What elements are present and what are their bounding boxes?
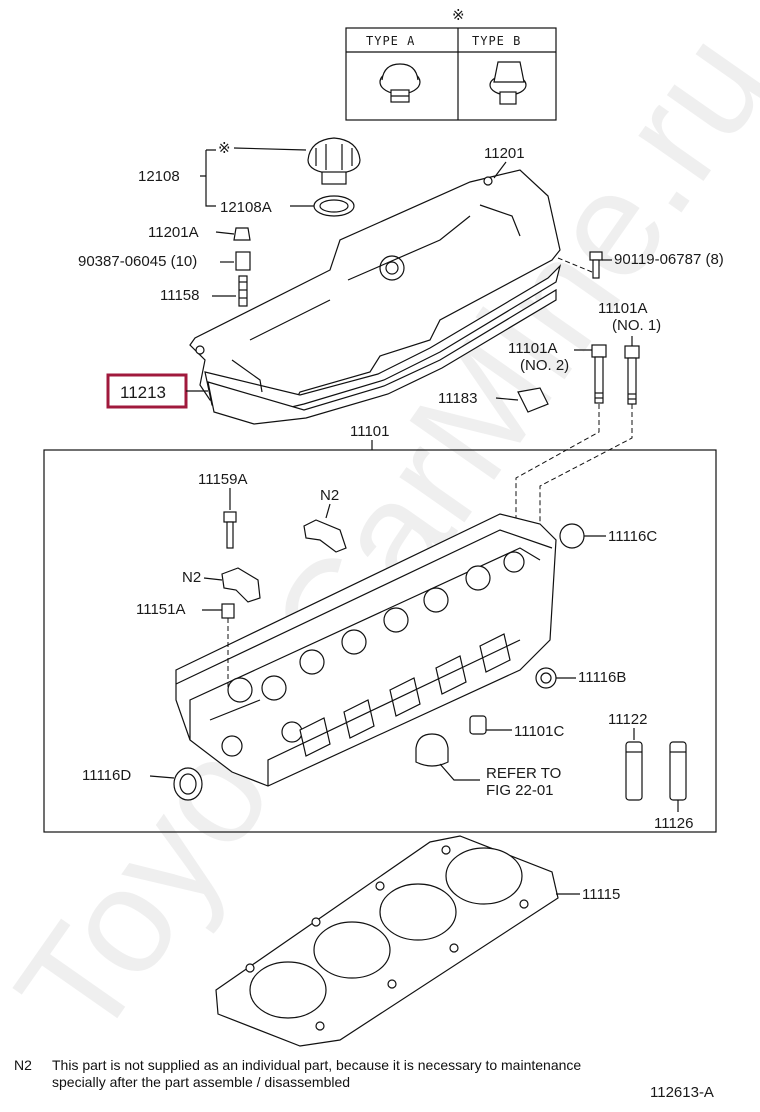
bearing-cap-n2-upper — [303, 519, 347, 553]
ring-pin — [221, 603, 235, 619]
type-b-label: TYPE B — [472, 34, 521, 48]
label-12108[interactable]: 12108 — [138, 168, 180, 185]
refer-part — [415, 733, 449, 767]
cap-type-b-image — [489, 61, 527, 105]
plug-11116b — [535, 667, 557, 689]
head-bolt-no2 — [591, 344, 607, 404]
label-11159a[interactable]: 11159A — [198, 471, 248, 488]
footnote-line2: specially after the part assemble / disa… — [52, 1074, 350, 1090]
label-11115[interactable]: 11115 — [582, 886, 620, 903]
camshaft-bearing-cap-bolt — [223, 511, 237, 549]
stud-bolt — [238, 275, 248, 307]
label-11122[interactable]: 11122 — [608, 711, 648, 728]
label-11151a[interactable]: 11151A — [136, 601, 186, 618]
label-11213[interactable]: 11213 — [120, 383, 166, 402]
refer-to-line1: REFER TO — [486, 765, 561, 782]
header-symbol: ※ — [452, 7, 465, 24]
label-11101[interactable]: 11101 — [350, 423, 390, 440]
cap-type-a-image — [379, 63, 421, 103]
figure-code: 112613-A — [650, 1084, 714, 1101]
label-11201[interactable]: 11201 — [484, 145, 525, 162]
label-11101a-no1[interactable]: 11101A — [598, 300, 648, 317]
cylinder-head-subassembly-box — [43, 449, 717, 833]
label-11116c[interactable]: 11116C — [608, 528, 657, 545]
label-11101a-no2[interactable]: 11101A — [508, 340, 558, 357]
cylinder-head — [175, 513, 557, 787]
label-11201a[interactable]: 11201A — [148, 224, 199, 241]
label-11126[interactable]: 11126 — [654, 815, 694, 832]
cylinder-head-cover — [189, 169, 562, 425]
plug-11116c — [559, 523, 585, 549]
label-90387-06045[interactable]: 90387-06045 (10) — [78, 253, 197, 270]
label-no2: (NO. 2) — [520, 357, 569, 374]
head-bolt-no1 — [624, 345, 640, 405]
label-11101c[interactable]: 11101C — [514, 723, 564, 740]
cover-bolt — [589, 251, 603, 279]
label-12108a[interactable]: 12108A — [220, 199, 272, 216]
plug-11116d — [173, 767, 203, 801]
footnote-code: N2 — [14, 1057, 32, 1073]
label-n2-left[interactable]: N2 — [182, 569, 201, 586]
label-11158[interactable]: 11158 — [160, 287, 200, 304]
cap-gasket — [313, 195, 355, 217]
plug-11101c — [469, 715, 487, 735]
grommet — [235, 251, 251, 271]
cover-nut — [233, 227, 251, 241]
type-a-label: TYPE A — [366, 34, 415, 48]
label-no1: (NO. 1) — [612, 317, 661, 334]
highlight-box-11213[interactable]: 11213 — [106, 373, 188, 409]
footnote-line1: This part is not supplied as an individu… — [52, 1057, 581, 1073]
label-11183[interactable]: 11183 — [438, 390, 478, 407]
label-11116b[interactable]: 11116B — [578, 669, 626, 686]
label-star: ※ — [218, 140, 231, 157]
cap-type-table: TYPE A TYPE B — [345, 27, 557, 121]
refer-to-line2: FIG 22-01 — [486, 782, 554, 799]
label-90119-06787[interactable]: 90119-06787 (8) — [614, 251, 724, 268]
half-moon-plug — [517, 387, 549, 413]
cylinder-head-gasket — [215, 835, 559, 1047]
bearing-cap-n2-lower — [221, 567, 261, 603]
label-n2-top[interactable]: N2 — [320, 487, 339, 504]
valve-guide-bushings — [625, 741, 687, 801]
label-11116d[interactable]: 11116D — [82, 767, 131, 784]
oil-filler-cap — [307, 137, 361, 185]
